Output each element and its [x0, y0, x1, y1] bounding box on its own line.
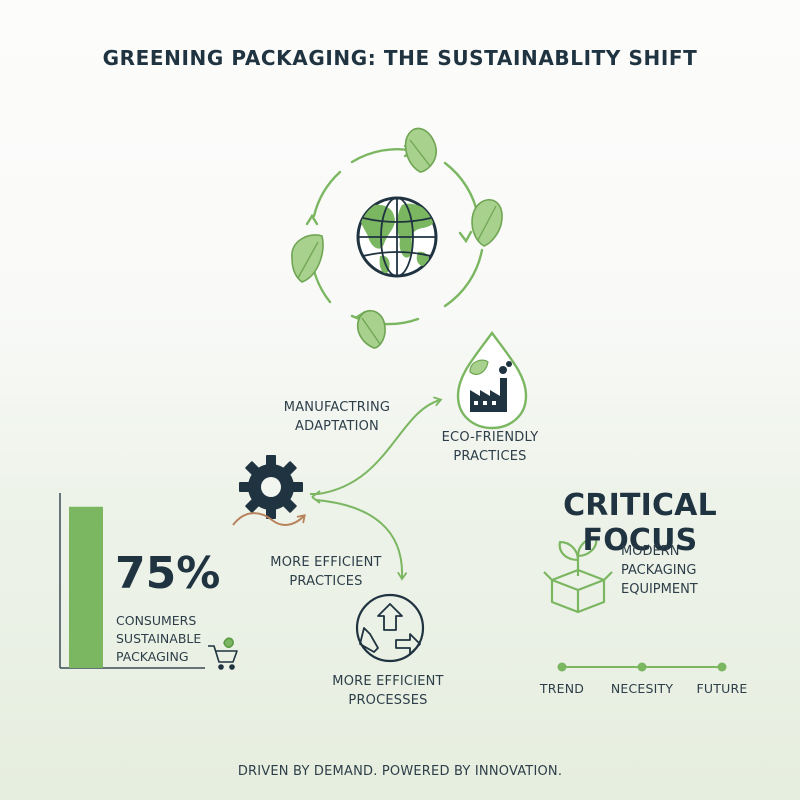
eco-friendly-label: ECO-FRIENDLY PRACTICES — [441, 430, 539, 464]
leaf-icon — [291, 234, 324, 283]
timeline-dot — [557, 662, 567, 672]
factory-icon — [456, 330, 528, 430]
recycle-icon — [355, 593, 425, 663]
shopping-cart-icon — [208, 637, 238, 670]
efficient-practices-label: MORE EFFICIENT PRACTICES — [270, 555, 382, 589]
sprout-box-icon — [543, 536, 613, 614]
stat-bar — [69, 506, 103, 668]
stat-value: 75% — [115, 548, 221, 599]
footer-tagline: DRIVEN BY DEMAND. POWERED BY INNOVATION. — [237, 764, 563, 779]
leaf-icon — [404, 127, 437, 173]
timeline-label: NECESITY — [610, 681, 674, 696]
globe-icon — [356, 196, 438, 278]
critical-focus-title: CRITICAL FOCUS — [563, 488, 717, 558]
timeline-dot — [637, 662, 647, 672]
manufacturing-adaptation-label: MANUFACTRING ADAPTATION — [283, 400, 391, 434]
timeline-dot — [717, 662, 727, 672]
leaf-icon — [471, 198, 503, 247]
flow-arrows — [310, 396, 443, 581]
timeline-label: TREND — [539, 681, 585, 696]
page-title: GREENING PACKAGING: THE SUSTAINABLITY SH… — [102, 46, 698, 70]
timeline — [557, 662, 727, 672]
stat-bar-chart — [59, 493, 205, 669]
gear-icon — [239, 455, 303, 519]
stat-label: CONSUMERS SUSTAINABLE PACKAGING — [116, 613, 202, 664]
efficient-processes-label: MORE EFFICIENT PROCESSES — [332, 674, 444, 708]
leaf-icon — [356, 309, 386, 349]
gear-arrow — [232, 512, 306, 526]
timeline-label: FUTURE — [696, 681, 748, 696]
critical-focus-item: MODERN PACKAGING EQUIPMENT — [621, 544, 698, 597]
